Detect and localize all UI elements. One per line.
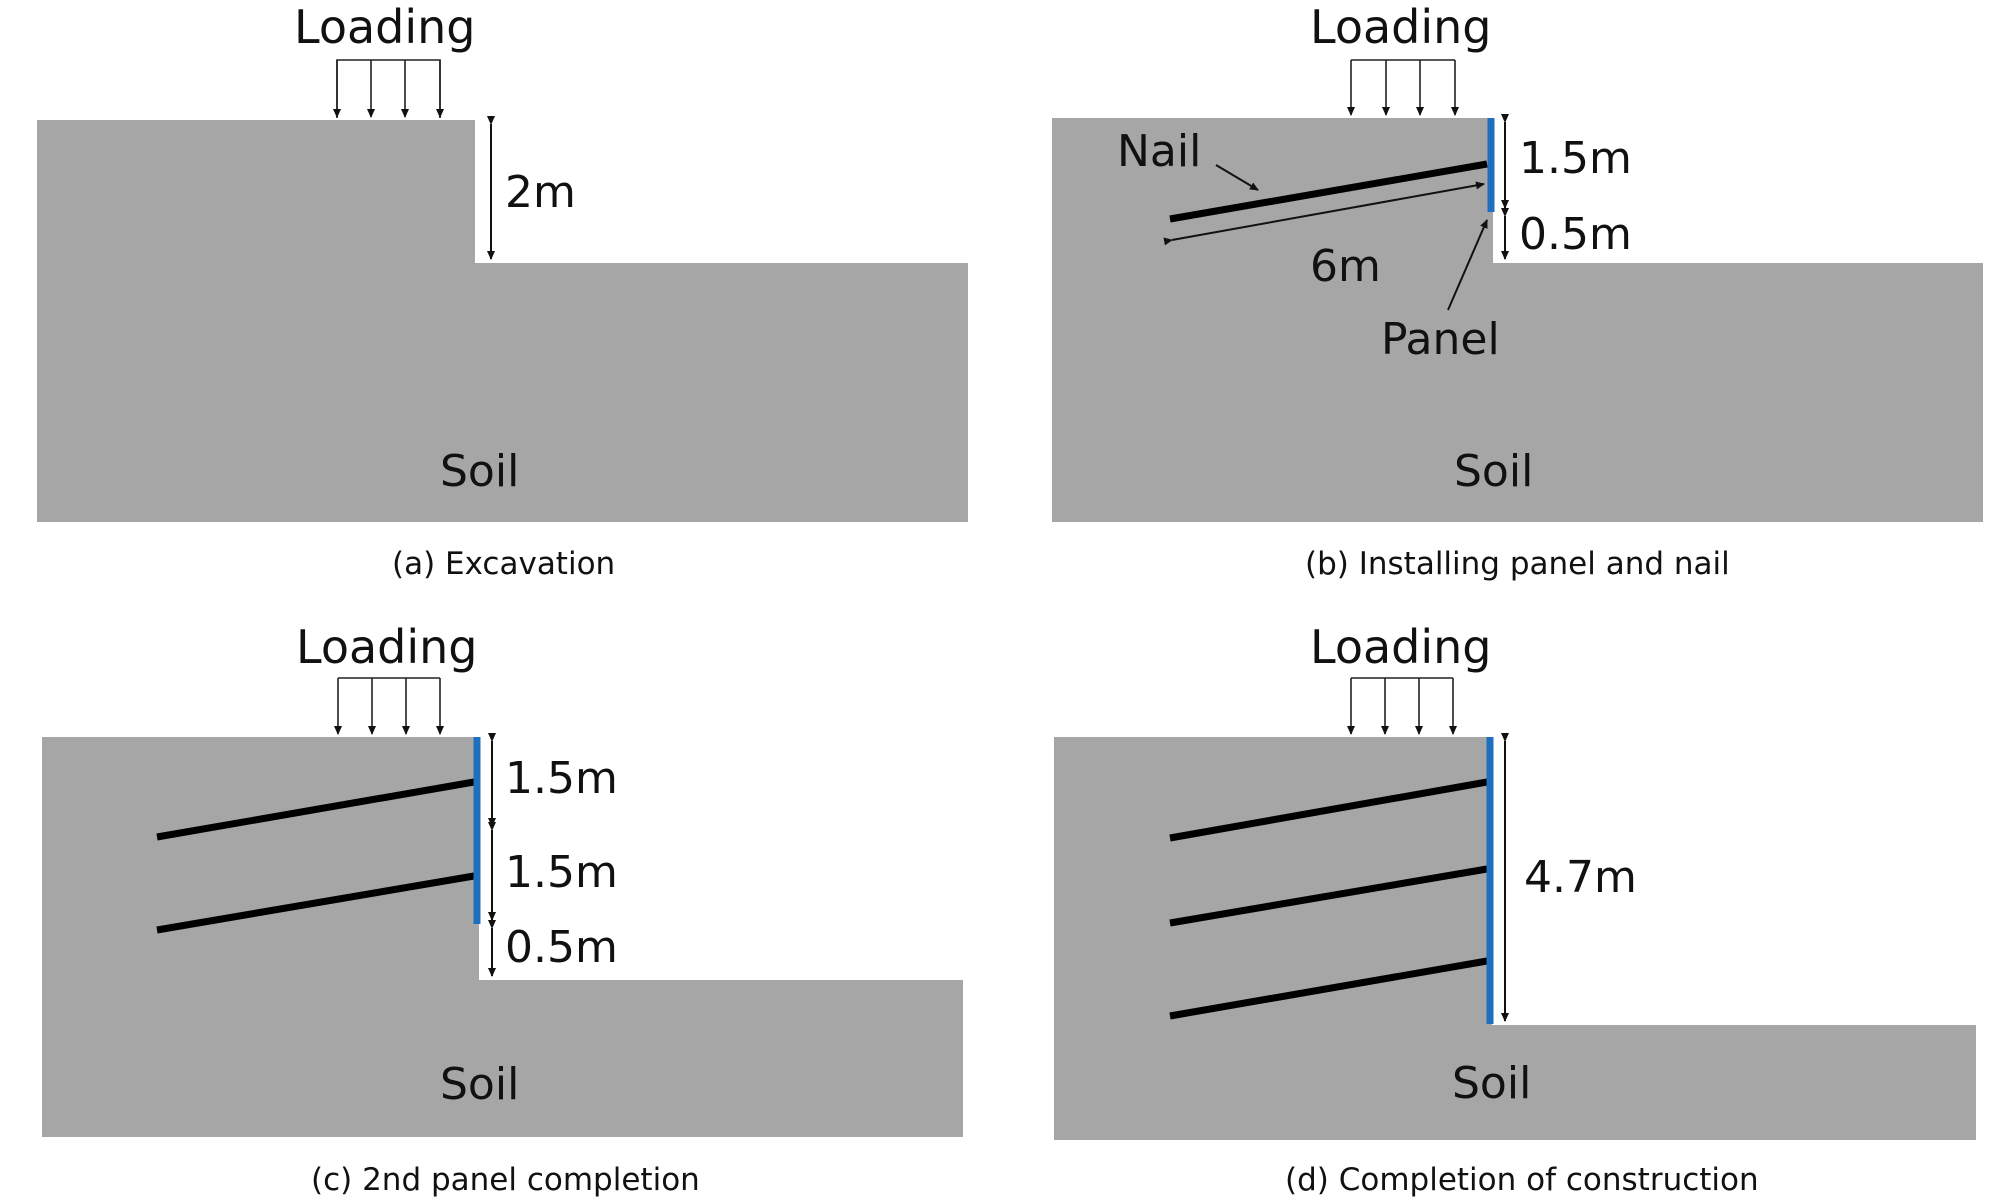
loading-label-c: Loading <box>296 620 477 674</box>
soil-label-a: Soil <box>440 446 519 497</box>
loading-label-a: Loading <box>294 0 475 54</box>
nail-pointer-arrow <box>1215 164 1259 191</box>
loading-arrows-b <box>1347 59 1459 116</box>
dim-label-6m: 6m <box>1310 241 1381 292</box>
loading-arrows-d <box>1347 677 1457 735</box>
caption-b: (b) Installing panel and nail <box>1305 546 1730 582</box>
soil-body-c <box>42 737 963 1137</box>
nail-d-3 <box>1169 957 1488 1020</box>
dim-label-1-5m-b: 1.5m <box>1519 133 1632 184</box>
soil-body-a <box>37 120 968 522</box>
nail-c-1 <box>156 778 475 841</box>
dim-label-0-5m-b: 0.5m <box>1519 209 1632 260</box>
caption-a: (a) Excavation <box>392 546 615 582</box>
soil-label-c: Soil <box>440 1059 519 1110</box>
soil-label-d: Soil <box>1452 1058 1531 1109</box>
panel-d-completion: Loading 4.7m Soil (d) Completion of cons… <box>1054 620 1976 1198</box>
dim-label-2m: 2m <box>505 167 576 218</box>
panel-b-installing: Loading 6m Nail 1.5m 0.5m Panel Soil (b)… <box>1052 0 1983 582</box>
loading-label-b: Loading <box>1310 0 1491 54</box>
loading-arrows-c <box>334 677 444 735</box>
loading-arrows-a <box>333 59 444 118</box>
nail-d-2 <box>1169 865 1488 927</box>
caption-c: (c) 2nd panel completion <box>311 1162 700 1198</box>
dim-label-1-5m-c-upper: 1.5m <box>505 753 618 804</box>
panel-a-excavation: Loading 2m Soil (a) Excavation <box>37 0 968 582</box>
panel-c-2nd-panel: Loading 1.5m 1.5m 0.5m Soil (c) 2nd pane… <box>42 620 963 1198</box>
caption-d: (d) Completion of construction <box>1285 1162 1759 1198</box>
loading-label-d: Loading <box>1310 620 1491 674</box>
nail-label: Nail <box>1117 126 1201 177</box>
soil-label-b: Soil <box>1454 446 1533 497</box>
nail-d-1 <box>1169 778 1488 842</box>
dim-label-4-7m: 4.7m <box>1524 852 1637 903</box>
nail-c-2 <box>156 872 475 934</box>
dim-label-1-5m-c-lower: 1.5m <box>505 847 618 898</box>
dim-label-0-5m-c: 0.5m <box>505 922 618 973</box>
panel-pointer-arrow <box>1447 219 1488 311</box>
panel-label: Panel <box>1381 314 1500 365</box>
dimension-nail-length-b <box>1163 181 1485 246</box>
soil-body-d <box>1054 737 1976 1140</box>
